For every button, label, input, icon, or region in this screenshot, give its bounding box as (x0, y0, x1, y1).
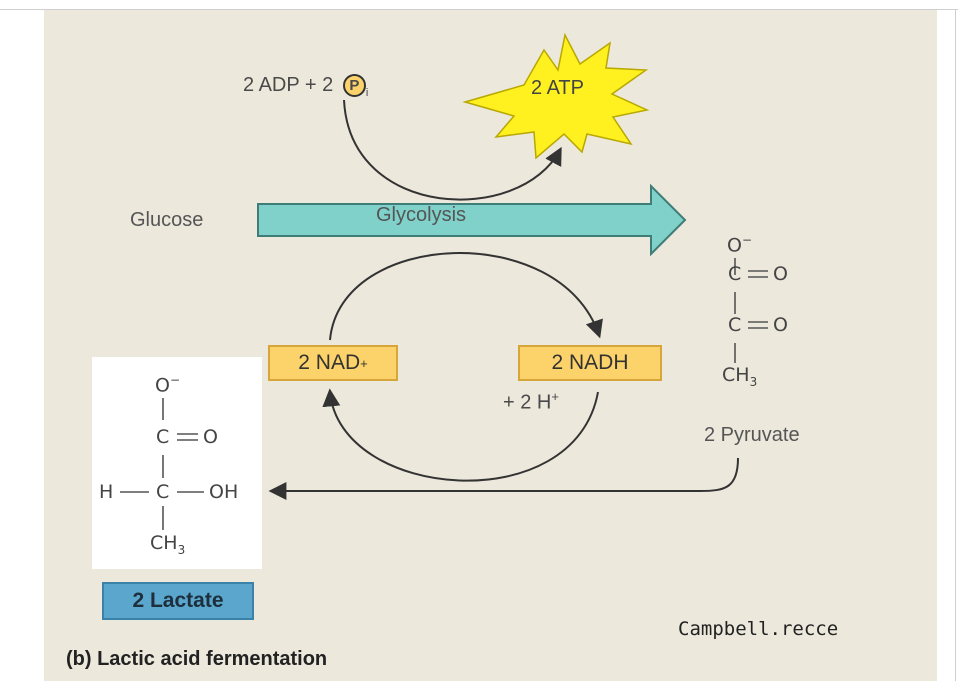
glycolysis-label: Glycolysis (376, 204, 467, 226)
lactate-ch3: CH3 (150, 532, 186, 557)
lactate-c2: C (156, 481, 170, 503)
nad-plus: + (360, 355, 368, 371)
pyruvate-o2: O (773, 314, 788, 336)
right-border (955, 9, 956, 681)
pyruvate-label: 2 Pyruvate (704, 424, 800, 446)
nadh-oxidation-arrow (322, 388, 599, 482)
lactate-h: H (99, 481, 114, 503)
pyruvate-bonds (734, 258, 768, 363)
lactate-bonds (120, 398, 204, 530)
nadh-label: 2 NADH (551, 351, 629, 374)
atp-label: 2 ATP (531, 77, 584, 99)
lactate-oh: OH (209, 481, 239, 503)
pyruvate-o1: O (773, 263, 788, 285)
pyruvate-c2: C (728, 314, 742, 336)
figure-caption: (b) Lactic acid fermentation (66, 648, 328, 670)
top-border (0, 9, 958, 10)
lactate-o-minus: O− (155, 373, 181, 397)
adp-text: 2 ADP + 2 (243, 74, 334, 96)
pyruvate-ch3: CH3 (722, 364, 758, 389)
atp-synthesis-arrow (343, 99, 562, 201)
phosphate-icon: P (342, 74, 366, 98)
nad-reduction-arrow (329, 252, 603, 341)
lactate-c1: C (156, 426, 170, 448)
phosphate-subscript: i (365, 87, 369, 99)
lactate-box: 2 Lactate (102, 582, 254, 620)
lactate-structure-background (92, 357, 262, 569)
lactate-o1: O (203, 426, 218, 448)
pyruvate-c1: C (728, 263, 742, 285)
pyruvate-to-lactate-arrow (268, 457, 739, 500)
nadh-box: 2 NADH (518, 345, 662, 381)
glycolysis-arrow (257, 183, 687, 257)
atp-starburst (462, 32, 650, 160)
diagram-panel (44, 10, 937, 681)
nad-label: 2 NAD (298, 351, 361, 374)
lactate-label: 2 Lactate (132, 589, 224, 612)
glucose-label: Glucose (130, 209, 204, 231)
nad-box: 2 NAD+ (268, 345, 398, 381)
proton-label: + 2 H+ (503, 389, 559, 414)
pyruvate-o-minus: O− (727, 233, 753, 257)
watermark-text: Campbell.recce (678, 618, 839, 640)
